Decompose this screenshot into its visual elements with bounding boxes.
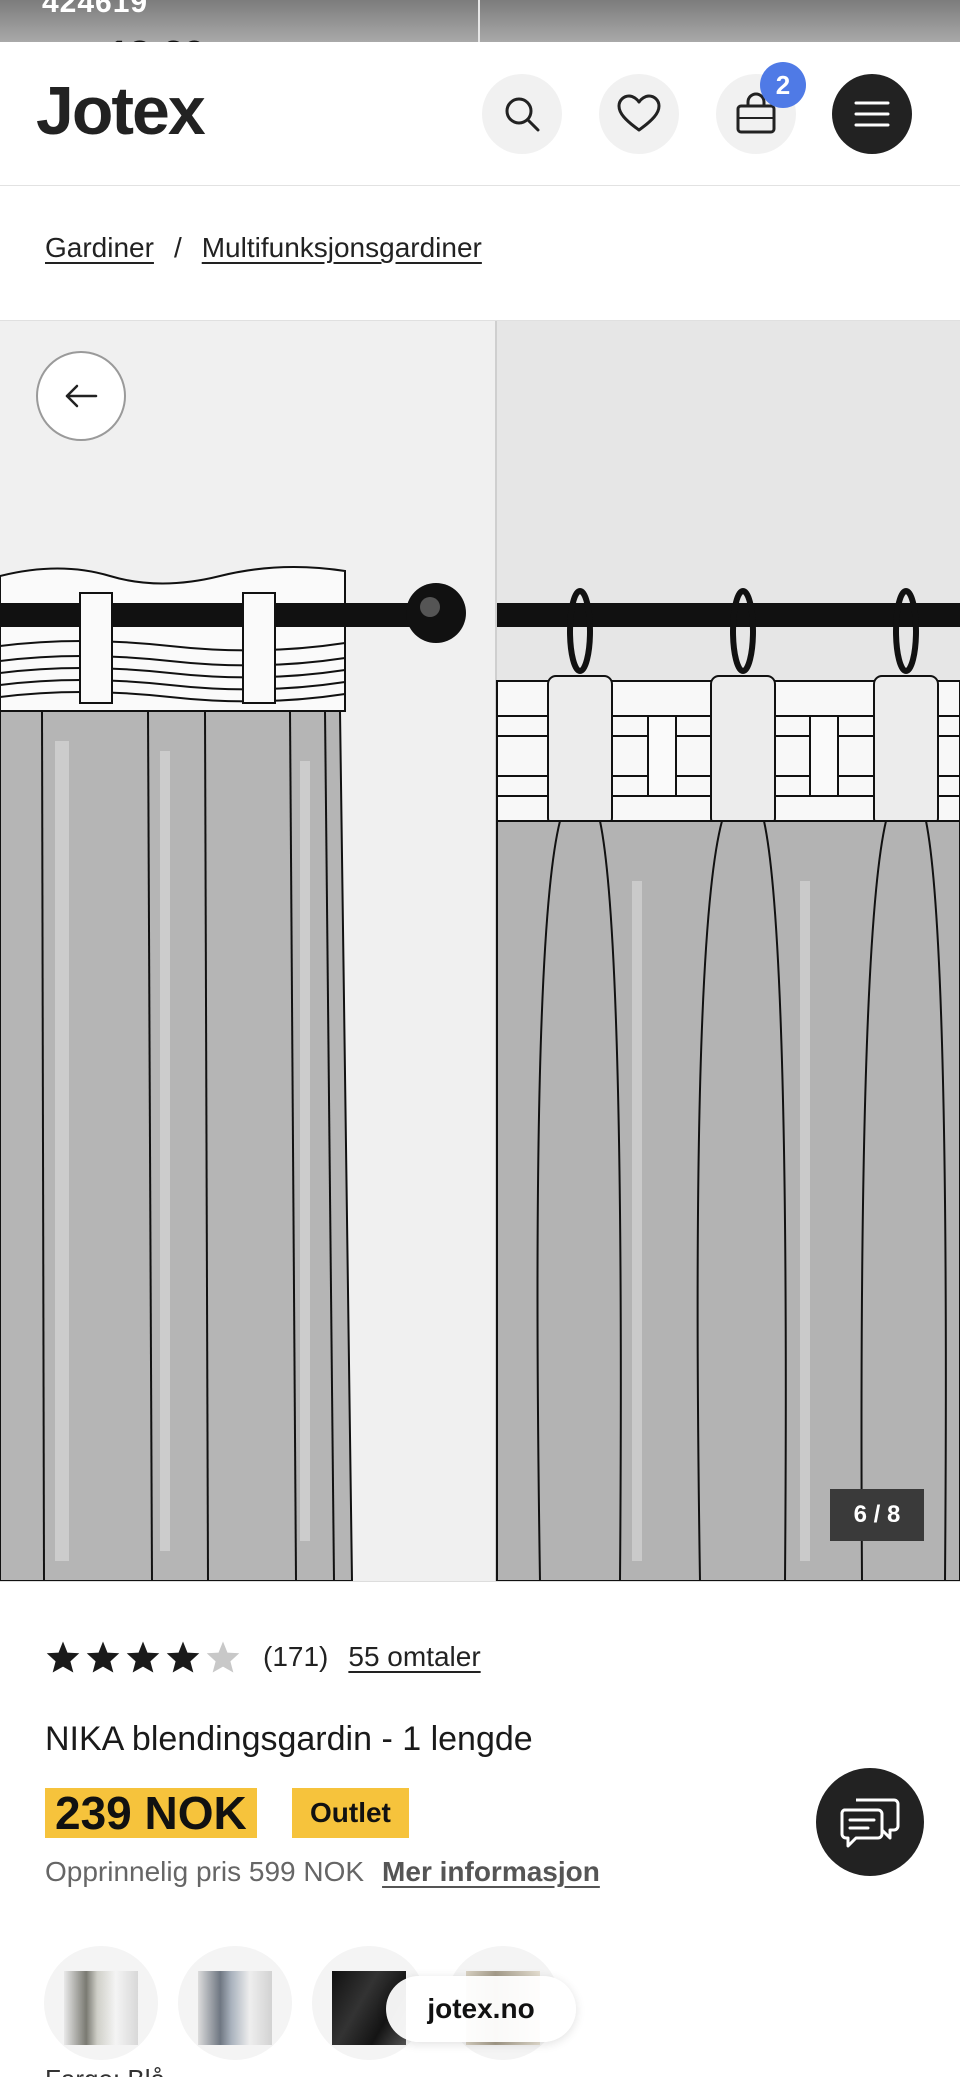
hamburger-menu-icon: [854, 101, 890, 127]
breadcrumb-multifunksjonsgardiner[interactable]: Multifunksjonsgardiner: [201, 232, 482, 263]
color-swatch[interactable]: [44, 1946, 158, 2060]
product-image-gallery[interactable]: 6 / 8: [0, 320, 960, 1582]
curtain-illustration: [0, 321, 960, 1581]
strip-divider: [478, 0, 480, 42]
strip-code: 424619: [42, 0, 149, 19]
site-header: Jotex 2: [0, 42, 960, 186]
reviews-link[interactable]: 55 omtaler: [348, 1641, 481, 1672]
browser-url-pill[interactable]: jotex.no: [386, 1976, 576, 2042]
chat-bubbles-icon: [840, 1798, 900, 1848]
star-icon: [166, 1641, 200, 1673]
swatches-label: Farge: Blå: [45, 2064, 165, 2077]
rating-count: (171): [263, 1641, 329, 1672]
breadcrumb-separator: /: [173, 232, 182, 263]
cart-count-badge: 2: [760, 62, 806, 108]
image-counter: 6 / 8: [830, 1489, 924, 1541]
star-icon: [86, 1641, 120, 1673]
arrow-left-icon: [65, 384, 98, 408]
top-image-strip: 424619: [0, 0, 960, 42]
shopping-bag-icon: [736, 92, 776, 134]
star-icon: [126, 1641, 160, 1673]
wishlist-button[interactable]: [599, 74, 679, 154]
original-price-row: Opprinnelig pris 599 NOK Mer informasjon: [45, 1856, 600, 1888]
product-title: NIKA blendingsgardin - 1 lengde: [45, 1720, 533, 1758]
cart-button[interactable]: [716, 74, 796, 154]
star-rating: [45, 1640, 241, 1674]
product-rating: (171) 55 omtaler: [45, 1640, 481, 1674]
chat-button[interactable]: [816, 1768, 924, 1876]
breadcrumb-gardiner[interactable]: Gardiner: [45, 232, 154, 263]
product-price: 239 NOK: [45, 1787, 257, 1839]
search-icon: [505, 97, 540, 132]
menu-button[interactable]: [832, 74, 912, 154]
heart-icon: [617, 94, 661, 132]
star-icon: [46, 1641, 80, 1673]
color-swatch[interactable]: [178, 1946, 292, 2060]
search-button[interactable]: [482, 74, 562, 154]
back-button[interactable]: [36, 351, 126, 441]
more-info-link[interactable]: Mer informasjon: [382, 1856, 600, 1887]
star-empty-icon: [206, 1641, 240, 1673]
original-price: Opprinnelig pris 599 NOK: [45, 1856, 365, 1887]
jotex-logo[interactable]: Jotex: [36, 73, 206, 149]
breadcrumb: Gardiner / Multifunksjonsgardiner: [45, 232, 482, 264]
outlet-badge: Outlet: [292, 1788, 409, 1838]
